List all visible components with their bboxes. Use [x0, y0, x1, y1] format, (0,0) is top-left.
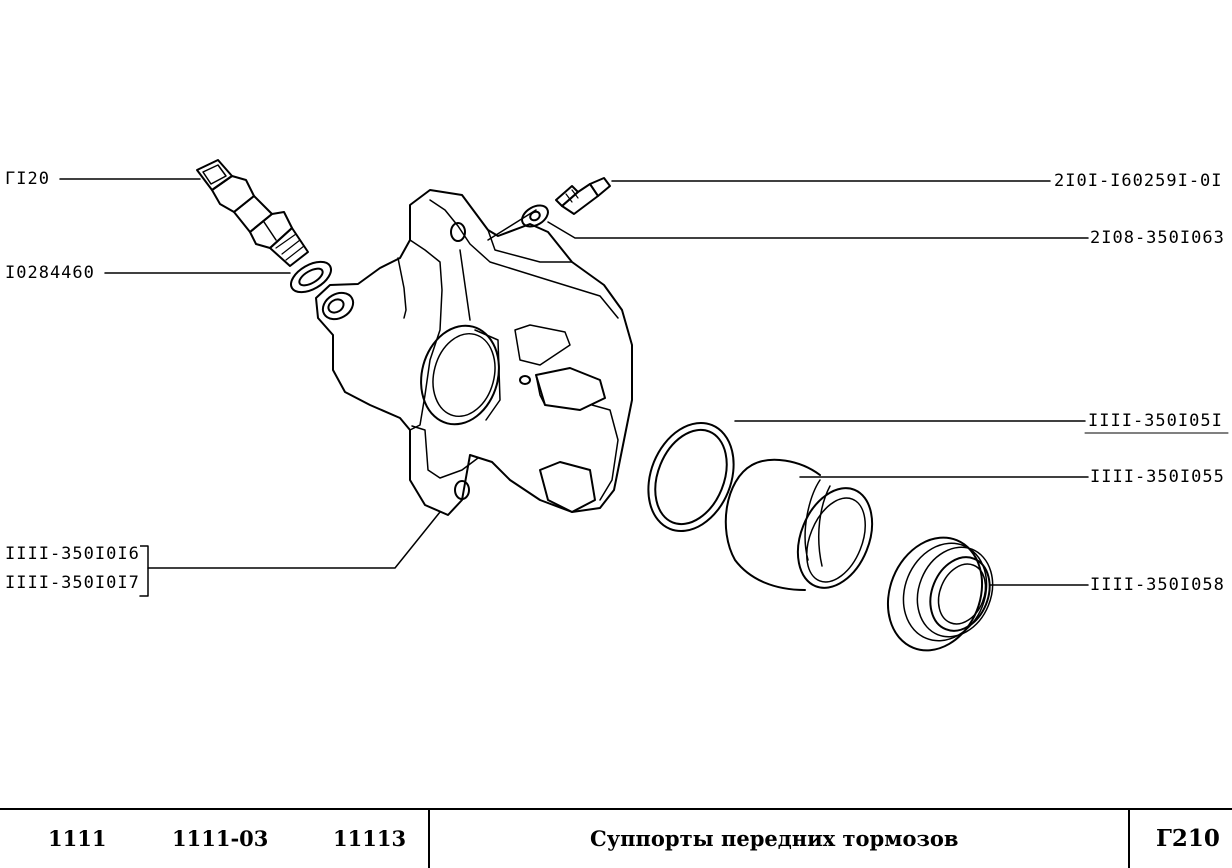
leader-lines [59, 178, 1229, 597]
model-11113: 11113 [333, 826, 407, 851]
bleeder-cap [521, 204, 549, 228]
divider [1128, 810, 1130, 868]
page-number: Г210 [1156, 825, 1220, 852]
title-block: 1111 1111-03 11113 Суппорты передних тор… [0, 808, 1232, 868]
callout-bleeder-cap: 2I08-350I063 [1090, 228, 1225, 248]
callout-piston: IIII-350I055 [1090, 467, 1225, 487]
exploded-view-diagram [59, 159, 1229, 652]
callout-caliper-left: IIII-350I0I6 [5, 544, 140, 564]
sheet-title: Суппорты передних тормозов [590, 826, 959, 851]
model-1111: 1111 [48, 826, 107, 851]
callout-caliper-right: IIII-350I0I7 [5, 573, 140, 593]
callout-dust-boot: IIII-350I058 [1090, 575, 1225, 595]
bleeder-screw [555, 177, 611, 215]
callout-hose-washer: I0284460 [5, 263, 95, 283]
callout-piston-seal: IIII-350I05I [1088, 411, 1223, 431]
piston [724, 458, 874, 591]
callout-hose: ГI20 [5, 169, 50, 189]
caliper-housing [315, 189, 633, 516]
divider [428, 810, 430, 868]
piston-seal-ring [647, 421, 735, 533]
brake-hose-fitting [196, 159, 309, 267]
hose-washer [290, 260, 332, 294]
model-1111-03: 1111-03 [172, 826, 269, 851]
callout-bleeder-screw: 2I0I-I60259I-0I [1054, 171, 1223, 191]
dust-boot [886, 536, 994, 652]
